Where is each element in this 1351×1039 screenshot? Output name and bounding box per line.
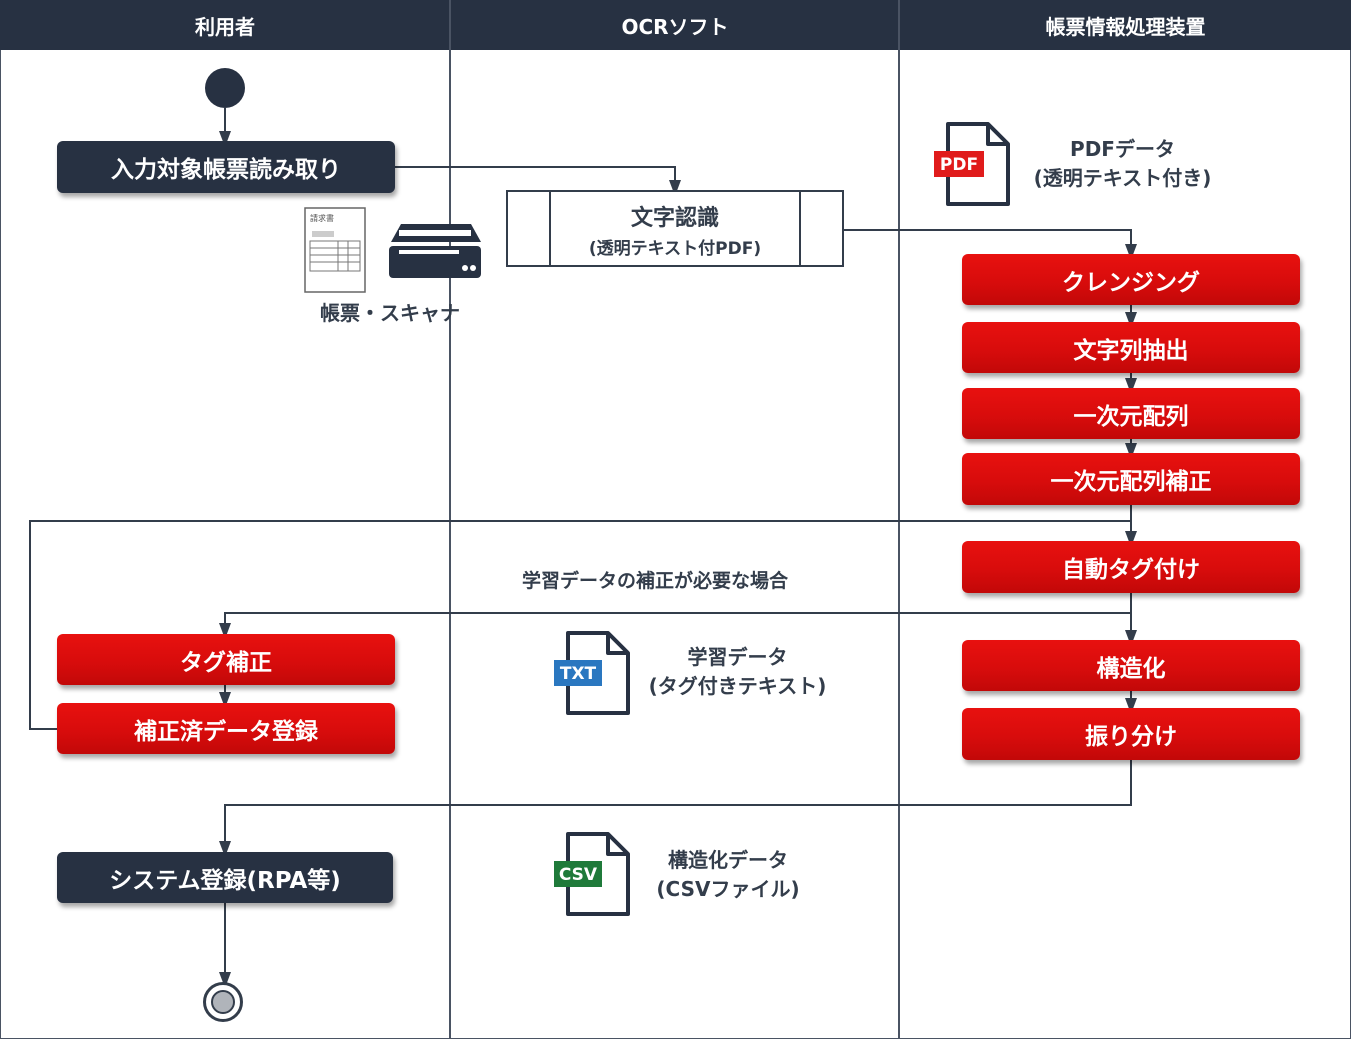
pdf-data-line1: PDFデータ (1070, 137, 1175, 161)
structured-data-label: 構造化データ (CSVファイル) (628, 846, 828, 904)
read-form-box: 入力対象帳票読み取り (57, 141, 395, 193)
start-node (205, 68, 245, 108)
step-1d-array-correction: 一次元配列補正 (962, 453, 1300, 505)
pdf-file-icon: PDF (934, 122, 1010, 206)
arrow-ocr-to-cleansing (844, 229, 1137, 260)
step-cleansing: クレンジング (962, 254, 1300, 305)
end-node (203, 982, 243, 1022)
scanner-icon (389, 224, 481, 278)
txt-badge: TXT (560, 664, 597, 684)
lane-divider (898, 0, 900, 1039)
lane-header-user: 利用者 (0, 0, 450, 50)
arrow-read-to-ocr (395, 166, 681, 196)
pdf-data-label: PDFデータ (透明テキスト付き) (1010, 135, 1235, 193)
system-register-box: システム登録(RPA等) (57, 852, 393, 903)
form-thumb-title: 請求書 (310, 213, 334, 223)
txt-file-icon: TXT (554, 631, 630, 715)
corrected-data-register-box: 補正済データ登録 (57, 703, 395, 754)
tag-correction-box: タグ補正 (57, 634, 395, 685)
step-1d-array: 一次元配列 (962, 388, 1300, 439)
form-scanner-label: 帳票・スキャナ (320, 301, 460, 325)
lane-header-device: 帳票情報処理装置 (900, 0, 1351, 50)
learning-data-label: 学習データ (タグ付きテキスト) (630, 643, 845, 701)
arrow-to-tag-correction (219, 612, 1131, 639)
csv-badge: CSV (559, 865, 598, 885)
pdf-data-line2: (透明テキスト付き) (1033, 166, 1212, 190)
step-string-extraction: 文字列抽出 (962, 322, 1300, 373)
pdf-badge: PDF (940, 155, 978, 175)
arrow-to-system-register (219, 760, 1132, 857)
form-document-icon: 請求書 (304, 207, 366, 293)
csv-file-icon: CSV (554, 832, 630, 916)
condition-label: 学習データの補正が必要な場合 (521, 570, 788, 592)
char-recognition-title: 文字認識 (630, 206, 719, 231)
lane-header-ocr: OCRソフト (451, 0, 899, 50)
loop-back-line (29, 520, 1131, 730)
step-sorting: 振り分け (962, 708, 1300, 760)
learning-data-line1: 学習データ (687, 645, 788, 669)
step-structuring: 構造化 (962, 640, 1300, 691)
char-recognition-process: 文字認識 (透明テキスト付PDF) (506, 190, 844, 267)
learning-data-line2: (タグ付きテキスト) (648, 674, 827, 698)
structured-data-line1: 構造化データ (668, 848, 788, 872)
structured-data-line2: (CSVファイル) (656, 877, 800, 901)
step-auto-tagging: 自動タグ付け (962, 541, 1300, 593)
lane-divider (449, 0, 451, 1039)
char-recognition-subtitle: (透明テキスト付PDF) (588, 239, 762, 259)
